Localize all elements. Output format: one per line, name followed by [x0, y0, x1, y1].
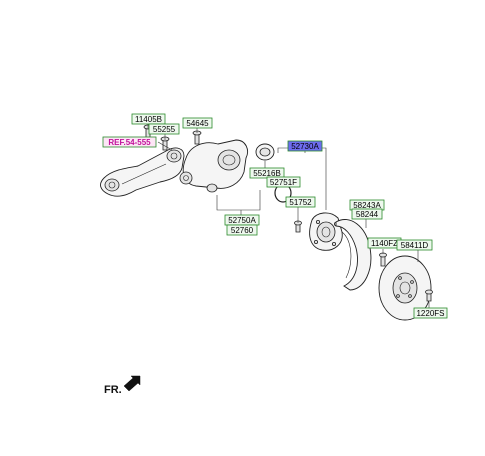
svg-text:1220FS: 1220FS — [416, 309, 444, 318]
svg-text:1140FZ: 1140FZ — [371, 239, 398, 248]
brake-disc-58411d — [378, 255, 432, 321]
svg-text:55216B: 55216B — [253, 169, 281, 178]
screw-1140fz — [379, 252, 387, 267]
svg-text:58411D: 58411D — [401, 241, 429, 250]
part-label-52751f[interactable]: 52751F — [266, 176, 301, 188]
svg-text:58244: 58244 — [356, 210, 379, 219]
part-label-51752[interactable]: 51752 — [285, 196, 316, 208]
front-direction-marker: FR. — [104, 375, 141, 396]
part-label-58411d[interactable]: 58411D — [396, 239, 433, 251]
front-marker-text: FR. — [104, 384, 122, 396]
svg-text:55255: 55255 — [153, 125, 176, 134]
svg-text:52751F: 52751F — [270, 178, 297, 187]
trailing-arm — [100, 147, 185, 197]
svg-text:52730A: 52730A — [291, 142, 319, 151]
part-label-1220fs[interactable]: 1220FS — [413, 307, 448, 319]
front-arrow-icon — [123, 375, 141, 392]
part-label-11405b[interactable]: 11405B — [131, 113, 166, 125]
part-label-58243a[interactable]: 58243A — [349, 199, 385, 211]
part-label-1140fz[interactable]: 1140FZ — [367, 237, 402, 249]
bushing-55216b — [255, 143, 275, 161]
svg-text:58243A: 58243A — [353, 201, 381, 210]
screw-1220fs — [425, 289, 433, 302]
part-label-58244[interactable]: 58244 — [351, 208, 383, 220]
svg-text:52750A: 52750A — [228, 216, 256, 225]
svg-text:11405B: 11405B — [135, 115, 162, 124]
hub-bearing-52730a — [309, 212, 343, 251]
svg-text:51752: 51752 — [289, 198, 312, 207]
part-label-54645[interactable]: 54645 — [182, 117, 213, 129]
part-label-ref-54-555[interactable]: REF.54-555 — [102, 136, 157, 148]
part-label-55216b[interactable]: 55216B — [249, 167, 285, 179]
backing-plate-58243a — [335, 219, 372, 291]
part-label-52730a[interactable]: 52730A — [287, 140, 323, 152]
svg-text:52760: 52760 — [231, 226, 254, 235]
part-label-52760[interactable]: 52760 — [226, 224, 258, 236]
part-label-52750a[interactable]: 52750A — [224, 214, 260, 226]
part-label-55255[interactable]: 55255 — [148, 123, 180, 135]
rear-knuckle — [179, 139, 248, 193]
svg-text:REF.54-555: REF.54-555 — [108, 138, 151, 147]
svg-text:54645: 54645 — [186, 119, 209, 128]
